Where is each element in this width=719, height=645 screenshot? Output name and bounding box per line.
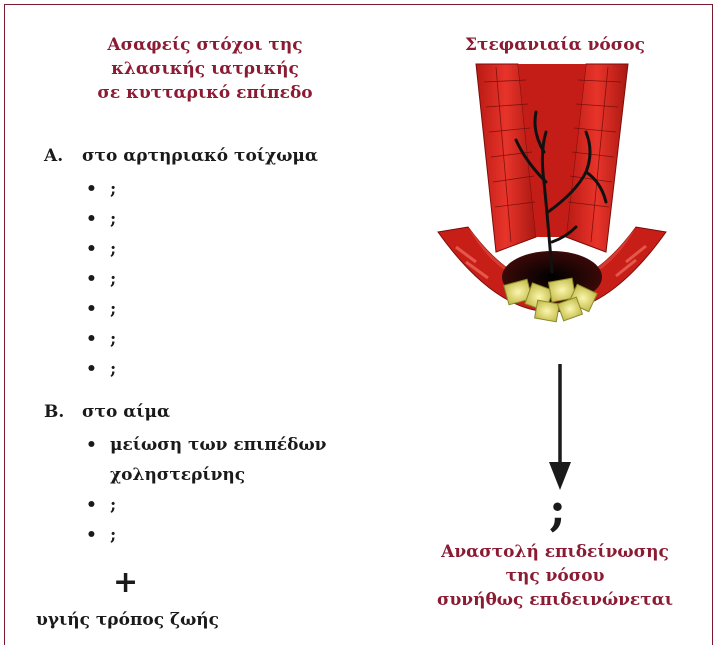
question-mark: ; [549,486,566,532]
lifestyle-label: υγιής τρόπος ζωής [36,610,219,630]
bullet-dot: • [86,494,97,516]
left-heading-line3: σε κυτταρικό επίπεδο [60,81,350,105]
list-item: •; [80,328,116,358]
bullet-dot: • [86,358,97,380]
bullet-dot: • [86,178,97,200]
left-heading-line2: κλασικής ιατρικής [60,57,350,81]
left-heading-line1: Ασαφείς στόχοι της [60,33,350,57]
list-item: • μείωση των επιπέδων [80,434,326,464]
list-item: •; [80,238,116,268]
list-item-text: ; [110,299,116,319]
bullet-dot: • [86,298,97,320]
plus-sign: + [113,568,138,598]
artery-illustration [436,62,668,362]
list-item-text: χοληστερίνης [110,465,245,485]
list-item: •; [80,208,116,238]
section-a-title: Α.στο αρτηριακό τοίχωμα [44,146,318,166]
bullet-dot: • [86,208,97,230]
list-item-text: ; [110,329,116,349]
list-item-text: ; [110,359,116,379]
list-item: •; [80,524,326,554]
right-heading: Στεφανιαία νόσος [430,33,680,57]
outcome-line1: Αναστολή επιδείνωσης [420,540,690,564]
list-item: •; [80,494,326,524]
list-item-text: ; [110,179,116,199]
bullet-dot: • [86,268,97,290]
list-item: •; [80,298,116,328]
left-heading: Ασαφείς στόχοι της κλασικής ιατρικής σε … [60,33,350,105]
outcome-text: Αναστολή επιδείνωσης της νόσου συνήθως ε… [420,540,690,612]
list-item-text: ; [110,239,116,259]
list-item-continuation: χοληστερίνης [80,464,326,494]
section-a-label: στο αρτηριακό τοίχωμα [82,146,318,166]
section-a-list: •; •; •; •; •; •; •; [80,178,116,388]
list-item-text: ; [110,269,116,289]
section-b-letter: Β. [44,402,82,422]
section-b-label: στο αίμα [82,402,170,422]
section-a-letter: Α. [44,146,82,166]
list-item-text: ; [110,525,116,545]
bullet-dot: • [86,524,97,546]
list-item-text: ; [110,495,116,515]
list-item: •; [80,358,116,388]
list-item-text: μείωση των επιπέδων [110,435,326,455]
list-item: •; [80,178,116,208]
bullet-dot: • [86,434,97,456]
section-b-list: • μείωση των επιπέδων χοληστερίνης •; •; [80,434,326,554]
bullet-dot: • [86,238,97,260]
outcome-line2: της νόσου [420,564,690,588]
outcome-line3: συνήθως επιδεινώνεται [420,588,690,612]
list-item: •; [80,268,116,298]
down-arrow-icon [545,362,575,492]
section-b-title: Β.στο αίμα [44,402,170,422]
bullet-dot: • [86,328,97,350]
list-item-text: ; [110,209,116,229]
